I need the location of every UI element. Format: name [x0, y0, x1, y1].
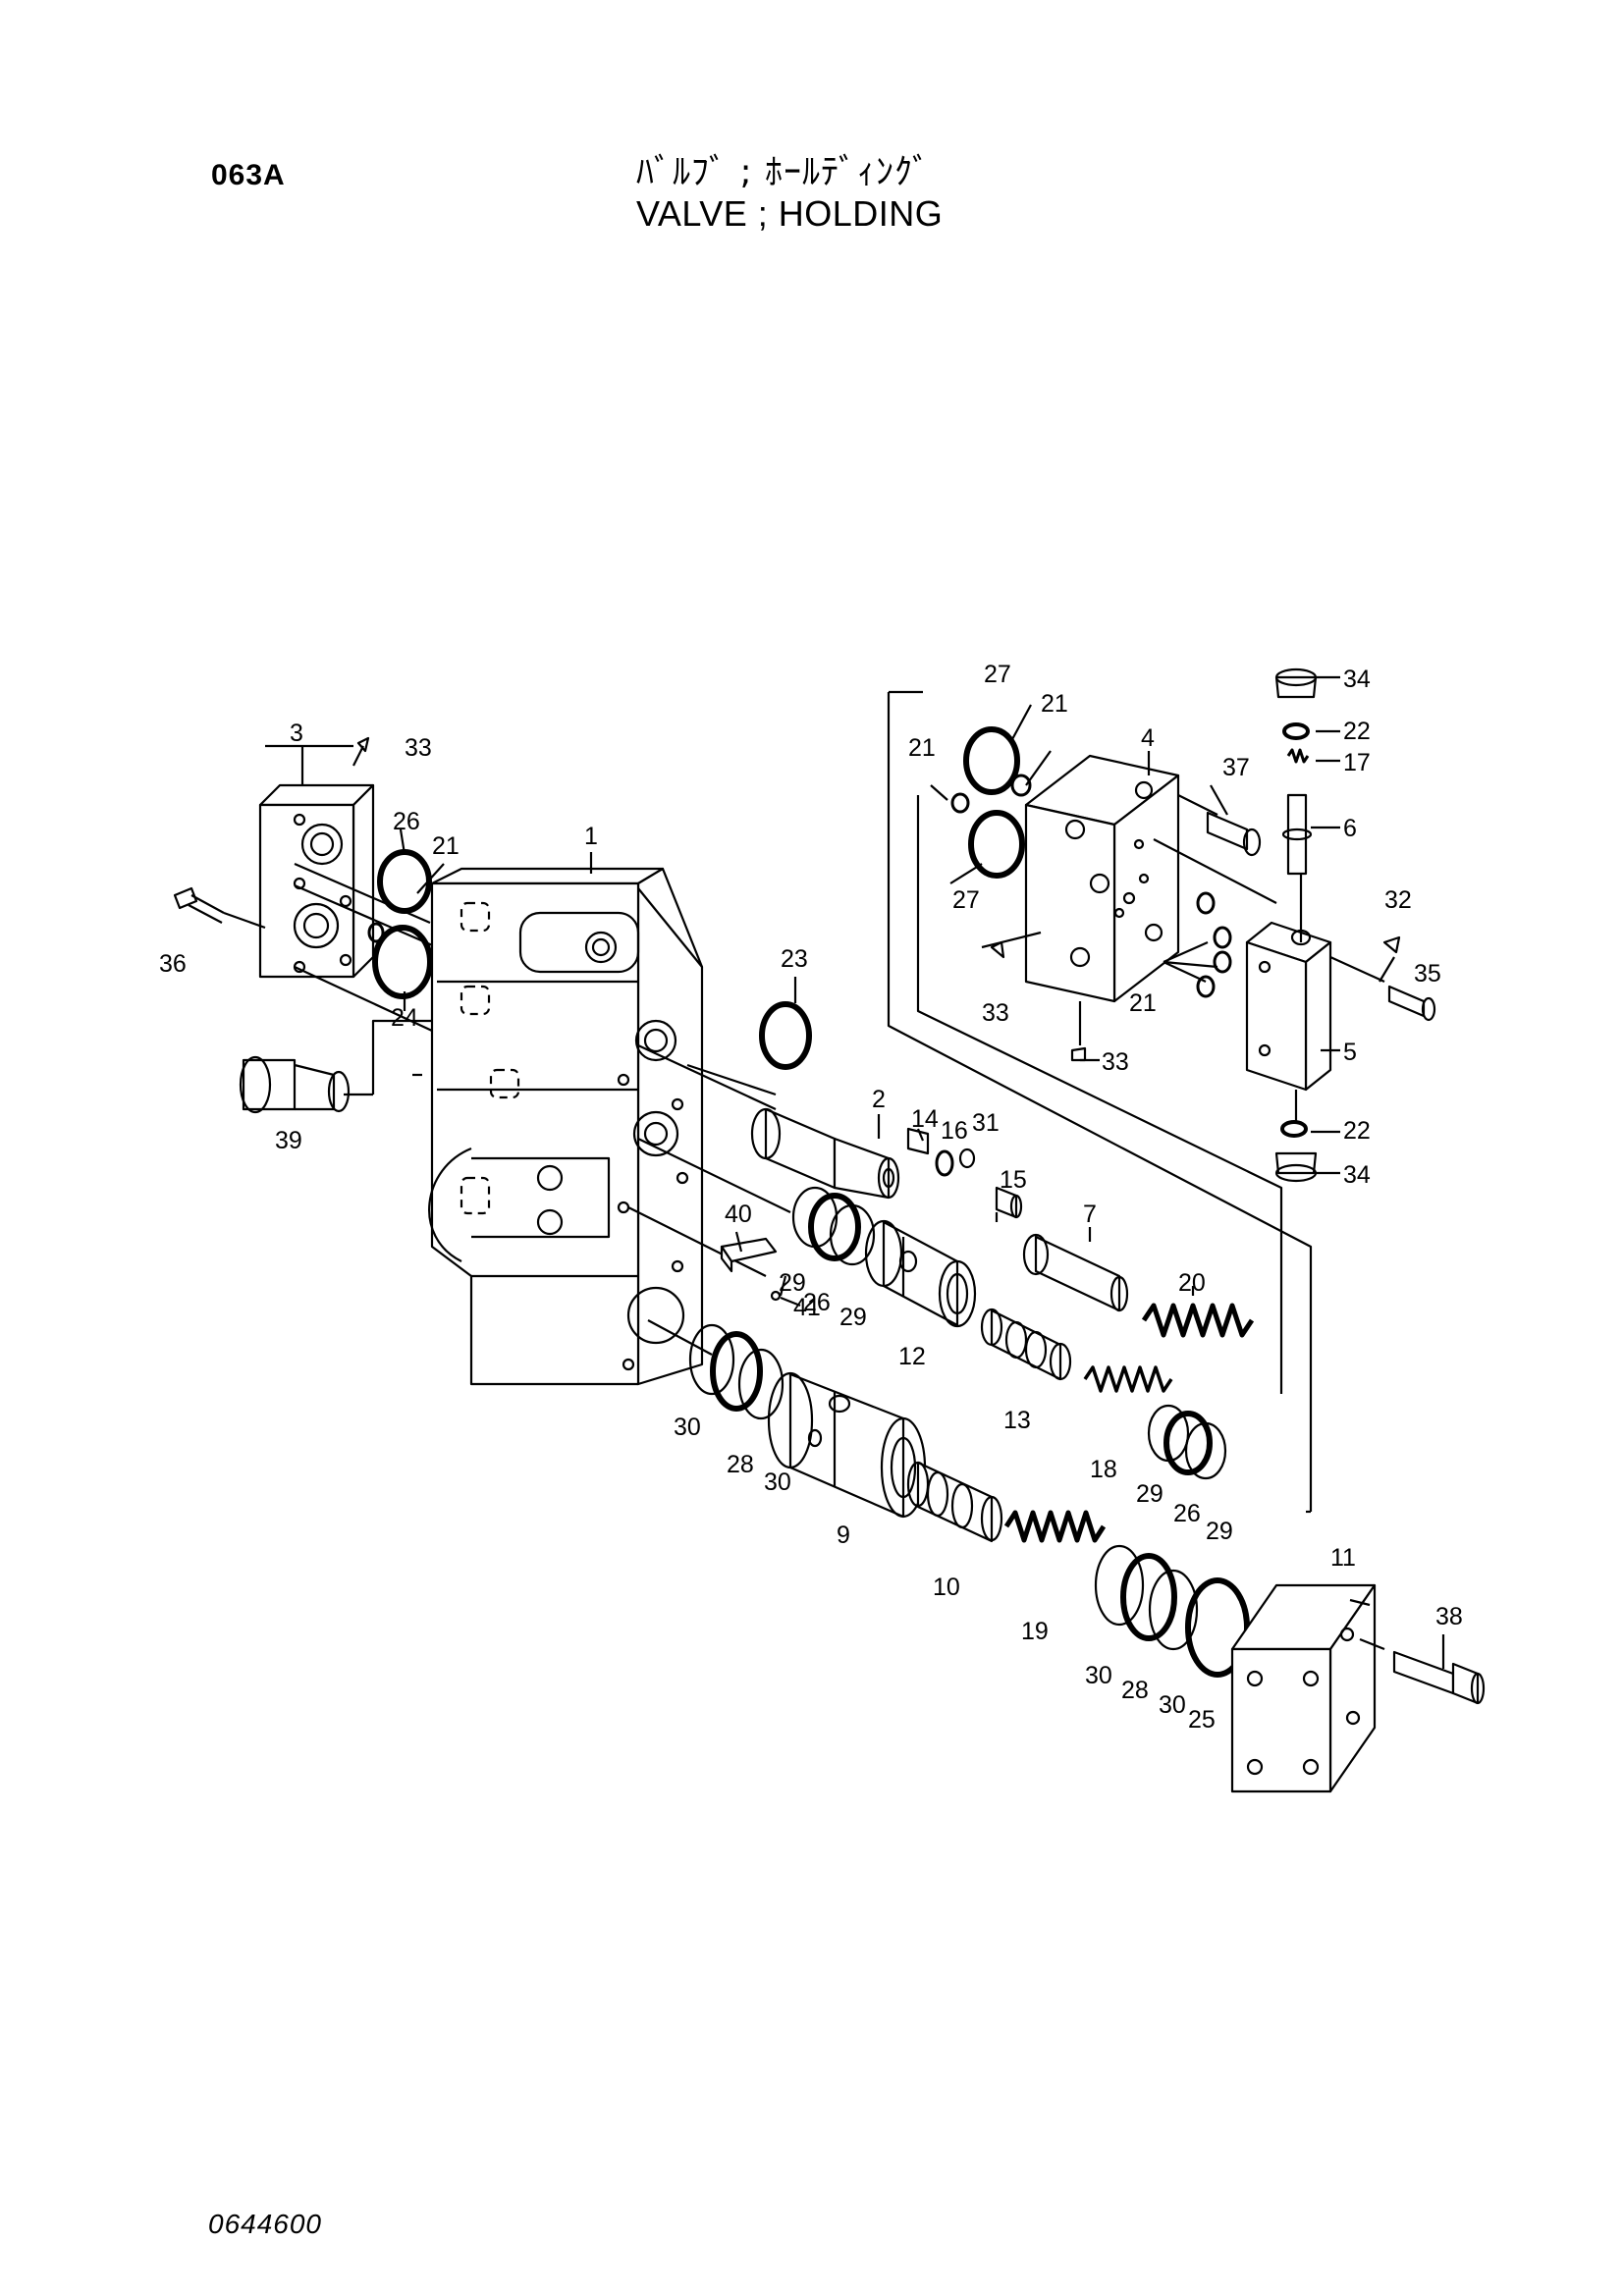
title-japanese: ﾊﾞﾙﾌﾞ ; ﾎｰﾙﾃﾞｨﾝｸﾞ — [636, 152, 932, 192]
callout-40: 40 — [725, 1201, 752, 1228]
part-1-valve-body — [412, 867, 704, 1386]
callout-29-upper-b: 29 — [839, 1304, 867, 1331]
callout-29-upper-a: 29 — [779, 1269, 806, 1297]
callout-15: 15 — [1000, 1166, 1027, 1194]
part-38-bolt — [1392, 1650, 1486, 1705]
part-7-spool — [1022, 1233, 1129, 1312]
part-36-bolt — [173, 886, 266, 930]
part-9-sleeve — [767, 1371, 927, 1519]
part-10-spool — [906, 1461, 1003, 1543]
callout-31: 31 — [972, 1109, 1000, 1137]
callout-22-bottom: 22 — [1343, 1117, 1371, 1145]
callout-2: 2 — [872, 1086, 886, 1113]
callout-29-right-a: 29 — [1136, 1480, 1163, 1508]
callout-21-block: 21 — [1129, 989, 1157, 1017]
callout-30-a: 30 — [674, 1414, 701, 1441]
callout-26-mid: 26 — [803, 1289, 831, 1316]
drawing-number: 0644600 — [208, 2209, 323, 2239]
callout-26-left: 26 — [393, 808, 420, 835]
callout-28-right: 28 — [1121, 1677, 1149, 1704]
callout-14: 14 — [911, 1105, 939, 1133]
callout-22-top: 22 — [1343, 718, 1371, 745]
part-39-fitting — [239, 1019, 432, 1114]
callout-38: 38 — [1435, 1603, 1463, 1630]
callout-21-left: 21 — [432, 832, 460, 860]
callout-25: 25 — [1188, 1706, 1216, 1734]
callout-24: 24 — [391, 1004, 418, 1032]
part-13-spool — [980, 1308, 1072, 1381]
callout-34-top: 34 — [1343, 666, 1371, 693]
part-11-end-cover — [1230, 1583, 1385, 1793]
callout-10: 10 — [933, 1574, 960, 1601]
callout-29-right-b: 29 — [1206, 1518, 1233, 1545]
callout-32: 32 — [1384, 886, 1412, 914]
callout-13: 13 — [1003, 1407, 1031, 1434]
callout-3: 3 — [290, 720, 303, 747]
part-12-sleeve — [864, 1219, 977, 1328]
callout-30-b: 30 — [764, 1468, 791, 1496]
callout-7: 7 — [1083, 1201, 1097, 1228]
part-5-block — [1245, 874, 1385, 1124]
callout-21-plate-top: 21 — [1041, 690, 1068, 718]
callout-36: 36 — [159, 950, 187, 978]
callout-20: 20 — [1178, 1269, 1206, 1297]
callout-12: 12 — [898, 1343, 926, 1370]
callout-4: 4 — [1141, 724, 1155, 752]
callout-5: 5 — [1343, 1039, 1357, 1066]
callout-26-right: 26 — [1173, 1500, 1201, 1527]
callout-41: 41 — [793, 1294, 821, 1321]
callout-11: 11 — [1330, 1544, 1356, 1572]
callout-33-top: 33 — [405, 734, 432, 762]
callout-23: 23 — [781, 945, 808, 973]
callout-18: 18 — [1090, 1456, 1117, 1483]
callout-16: 16 — [941, 1117, 968, 1145]
part-2-piston — [750, 1107, 900, 1200]
callout-27-bottom: 27 — [952, 886, 980, 914]
callout-30-c: 30 — [1085, 1662, 1112, 1689]
callout-28-left: 28 — [727, 1451, 754, 1478]
callout-39: 39 — [275, 1127, 302, 1154]
callout-9: 9 — [837, 1522, 850, 1549]
callout-34-bottom: 34 — [1343, 1161, 1371, 1189]
part-4-plate — [981, 754, 1277, 1003]
callout-33-bottom: 33 — [1102, 1048, 1129, 1076]
callout-21-plate-left: 21 — [908, 734, 936, 762]
callout-17: 17 — [1343, 749, 1371, 776]
callout-33-plate: 33 — [982, 999, 1009, 1027]
callout-19: 19 — [1021, 1618, 1049, 1645]
callout-1: 1 — [584, 823, 598, 850]
title-english: VALVE ; HOLDING — [636, 193, 944, 234]
callout-35: 35 — [1414, 960, 1441, 988]
callout-27-top: 27 — [984, 661, 1011, 688]
callout-37: 37 — [1222, 754, 1250, 781]
page-code: 063A — [211, 159, 286, 191]
callout-30-d: 30 — [1159, 1691, 1186, 1719]
callout-6: 6 — [1343, 815, 1357, 842]
